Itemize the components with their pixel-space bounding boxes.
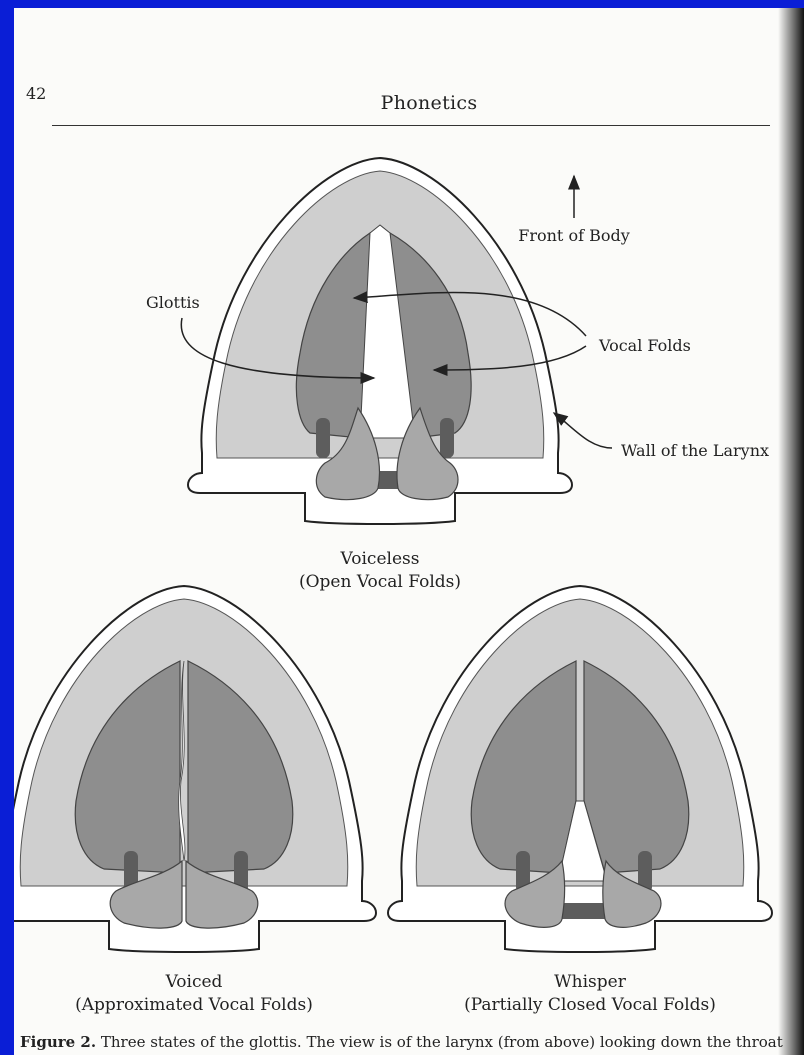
vocal-folds-label: Vocal Folds [598,336,691,355]
panel-voiceless-title: Voiceless [270,548,490,571]
wall-of-larynx-label: Wall of the Larynx [621,441,769,460]
panel-voiceless-caption: Voiceless (Open Vocal Folds) [270,548,490,594]
panel-whisper-subtitle: (Partially Closed Vocal Folds) [450,994,730,1017]
panel-whisper-title: Whisper [450,971,730,994]
figure-caption: Figure 2. Three states of the glottis. T… [20,1033,780,1051]
panel-voiceless-subtitle: (Open Vocal Folds) [270,571,490,594]
wall-arrow [554,413,612,448]
panel-voiced-caption: Voiced (Approximated Vocal Folds) [64,971,324,1017]
larynx-voiced [14,586,376,952]
figure-caption-text: Three states of the glottis. The view is… [101,1033,783,1051]
figure-caption-label: Figure 2. [20,1033,96,1051]
page-edge-shadow [778,8,804,1055]
larynx-voiceless [188,158,572,524]
panel-voiced-subtitle: (Approximated Vocal Folds) [64,994,324,1017]
larynx-whisper [388,586,772,952]
panel-voiced-title: Voiced [64,971,324,994]
glottis-label: Glottis [146,293,200,312]
front-of-body-label: Front of Body [518,226,630,245]
glottis-figure: Front of Body Glottis Vocal Folds Wall o… [14,8,804,1055]
book-page: 42 Phonetics [14,8,804,1055]
panel-whisper-caption: Whisper (Partially Closed Vocal Folds) [450,971,730,1017]
